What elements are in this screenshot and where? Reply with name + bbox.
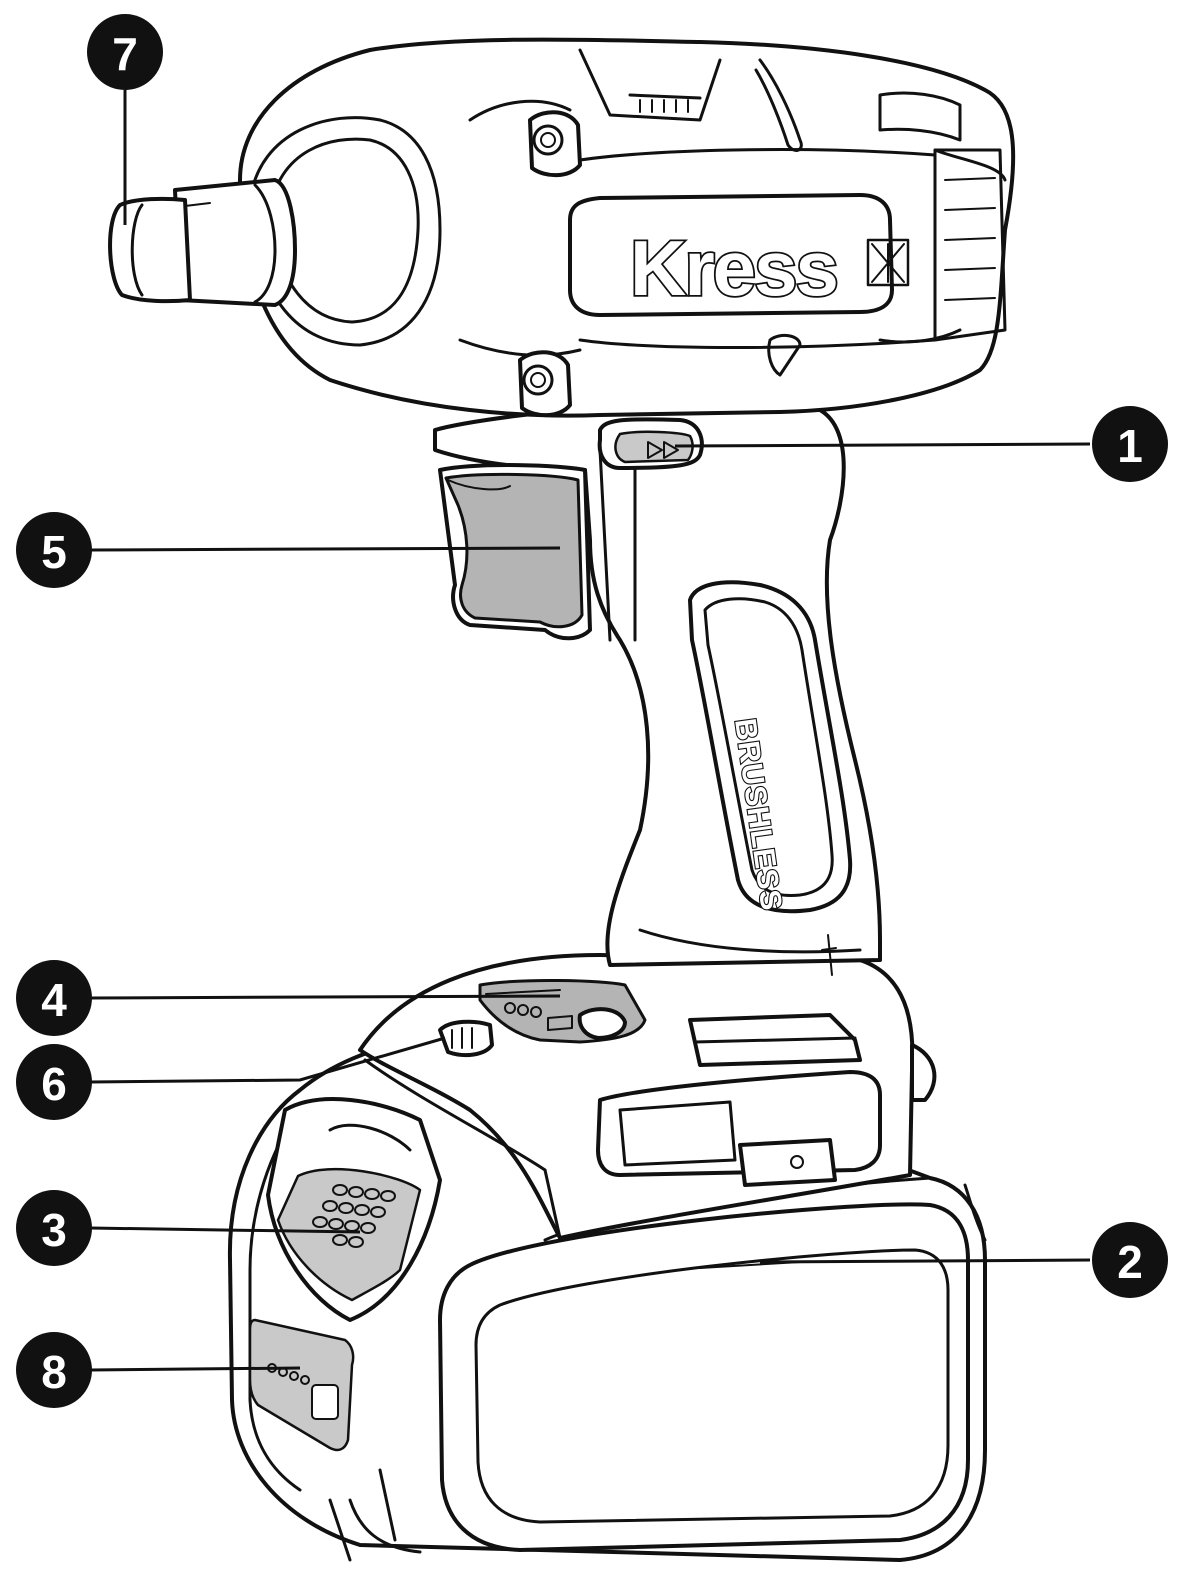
callout-lines — [89, 90, 1091, 1372]
callout-line-6 — [89, 1036, 446, 1084]
output-anvil — [108, 178, 297, 307]
callout-badge-1: 1 — [1092, 406, 1168, 482]
tool-base — [358, 953, 987, 1242]
brand-logo-text: Kress — [630, 224, 837, 312]
trigger-group — [438, 463, 592, 641]
callout-badge-3: 3 — [16, 1190, 92, 1266]
handle-grip-panel — [688, 580, 853, 914]
battery-front-pad — [438, 1202, 970, 1552]
direction-switch-group — [597, 417, 704, 470]
direction-switch — [614, 430, 694, 464]
callout-line-2 — [759, 1258, 1091, 1264]
callout-badge-5: 5 — [16, 512, 92, 588]
motor-housing: Kress — [238, 37, 1016, 418]
callout-line-8 — [89, 1366, 301, 1372]
callout-line-1 — [674, 442, 1091, 448]
callout-badge-6: 6 — [16, 1044, 92, 1120]
callout-badge-7: 7 — [87, 14, 163, 90]
handle: BRUSHLESS — [433, 403, 882, 976]
square-drive — [108, 196, 192, 304]
callout-label-4: 4 — [41, 974, 67, 1026]
callout-line-4 — [89, 994, 561, 1000]
callout-line-5 — [89, 546, 561, 552]
callout-label-6: 6 — [41, 1058, 67, 1110]
trigger — [444, 472, 584, 629]
callout-label-7: 7 — [112, 28, 138, 80]
callout-badge-8: 8 — [16, 1332, 92, 1408]
callout-label-1: 1 — [1117, 420, 1143, 472]
mode-button — [438, 1019, 494, 1058]
charge-check-button — [311, 1384, 339, 1420]
callout-label-3: 3 — [41, 1204, 67, 1256]
battery-grip-dots — [312, 1184, 396, 1248]
callout-badge-2: 2 — [1092, 1222, 1168, 1298]
callout-label-8: 8 — [41, 1346, 67, 1398]
callout-label-2: 2 — [1117, 1236, 1143, 1288]
brand-logo-mark — [866, 238, 910, 287]
battery-release-button — [276, 1167, 422, 1302]
callout-badge-4: 4 — [16, 960, 92, 1036]
callout-line-3 — [89, 1226, 361, 1234]
brand-plate — [568, 193, 894, 317]
callout-label-5: 5 — [41, 526, 67, 578]
